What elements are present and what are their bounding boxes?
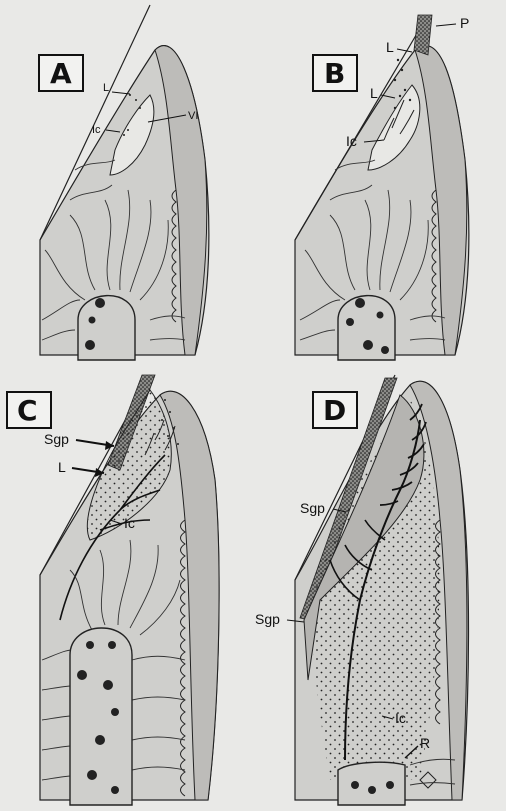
panel-a: A L VI Ic <box>39 5 209 360</box>
panel-b-letter: B <box>324 57 345 90</box>
panel-d-label-r: R <box>420 735 430 751</box>
panel-c-label-sgp: Sgp <box>44 431 69 447</box>
alveolar-bone-d <box>338 762 405 805</box>
alveolar-bone-c <box>70 628 132 805</box>
panel-b-label-ic: Ic <box>346 133 357 149</box>
panel-d-label-sgp2: Sgp <box>255 611 280 627</box>
panel-c-label-l: L <box>58 459 66 475</box>
panel-d: D Sgp Sgp Ic R <box>255 375 469 805</box>
alveolar-bone-a <box>78 296 135 360</box>
panel-b-label-l2: L <box>370 85 378 101</box>
panel-c: C Sgp L Ic <box>7 375 219 805</box>
panel-d-label-sgp1: Sgp <box>300 500 325 516</box>
panel-c-label-ic: Ic <box>124 515 135 531</box>
panel-b-label-p: P <box>460 15 469 31</box>
panel-d-letter: D <box>323 394 346 427</box>
panel-d-label-ic: Ic <box>395 710 406 726</box>
panel-a-label-l: L <box>103 82 109 94</box>
panel-a-label-ic: Ic <box>92 124 101 136</box>
panel-a-letter: A <box>50 57 72 90</box>
panel-c-letter: C <box>17 394 38 427</box>
panel-a-label-vi: VI <box>188 110 198 122</box>
panel-b: B P L L Ic <box>295 15 469 360</box>
panel-b-label-l1: L <box>386 39 394 55</box>
